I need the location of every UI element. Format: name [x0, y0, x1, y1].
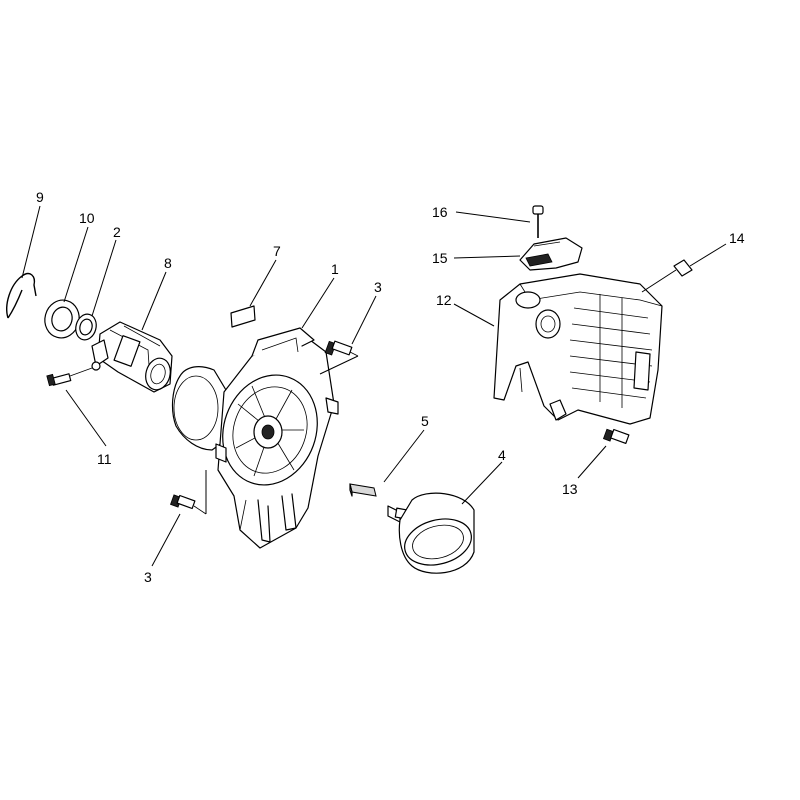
callout-13: 13 — [562, 481, 578, 497]
callout-11: 11 — [97, 451, 112, 467]
callout-10: 10 — [79, 210, 95, 226]
callout-labels: 9 10 2 8 7 1 3 3 11 5 4 16 15 14 12 13 — [36, 189, 745, 585]
callout-5: 5 — [421, 413, 429, 429]
leader-lines — [21, 205, 727, 567]
part-3-upper-screw — [324, 340, 359, 357]
part-9-wire-clip — [6, 272, 37, 319]
part-1-fan-housing — [171, 327, 339, 549]
callout-9: 9 — [36, 189, 44, 205]
callout-7: 7 — [273, 243, 281, 259]
callout-1: 1 — [331, 261, 339, 277]
part-15-knob-cover — [519, 237, 583, 271]
part-4-clutch-drum — [387, 492, 475, 574]
part-10-washer — [44, 299, 80, 339]
part-12-engine-cover — [493, 273, 663, 425]
part-16-screw — [532, 205, 544, 238]
part-13-screw — [602, 428, 630, 445]
part-3-lower-screw — [170, 494, 207, 515]
callout-14: 14 — [729, 230, 745, 246]
callout-2: 2 — [113, 224, 121, 240]
part-2-ring — [75, 313, 97, 341]
callout-4: 4 — [498, 447, 506, 463]
part-5-key — [349, 483, 377, 497]
part-14-sticker — [673, 259, 693, 277]
callout-15: 15 — [432, 250, 448, 266]
callout-12: 12 — [436, 292, 452, 308]
part-11-screw — [46, 367, 93, 387]
callout-3-lower: 3 — [144, 569, 152, 585]
part-7-label — [230, 305, 256, 328]
part-8-coupling — [91, 321, 173, 393]
callout-3-upper: 3 — [374, 279, 382, 295]
callout-8: 8 — [164, 255, 172, 271]
callout-16: 16 — [432, 204, 448, 220]
